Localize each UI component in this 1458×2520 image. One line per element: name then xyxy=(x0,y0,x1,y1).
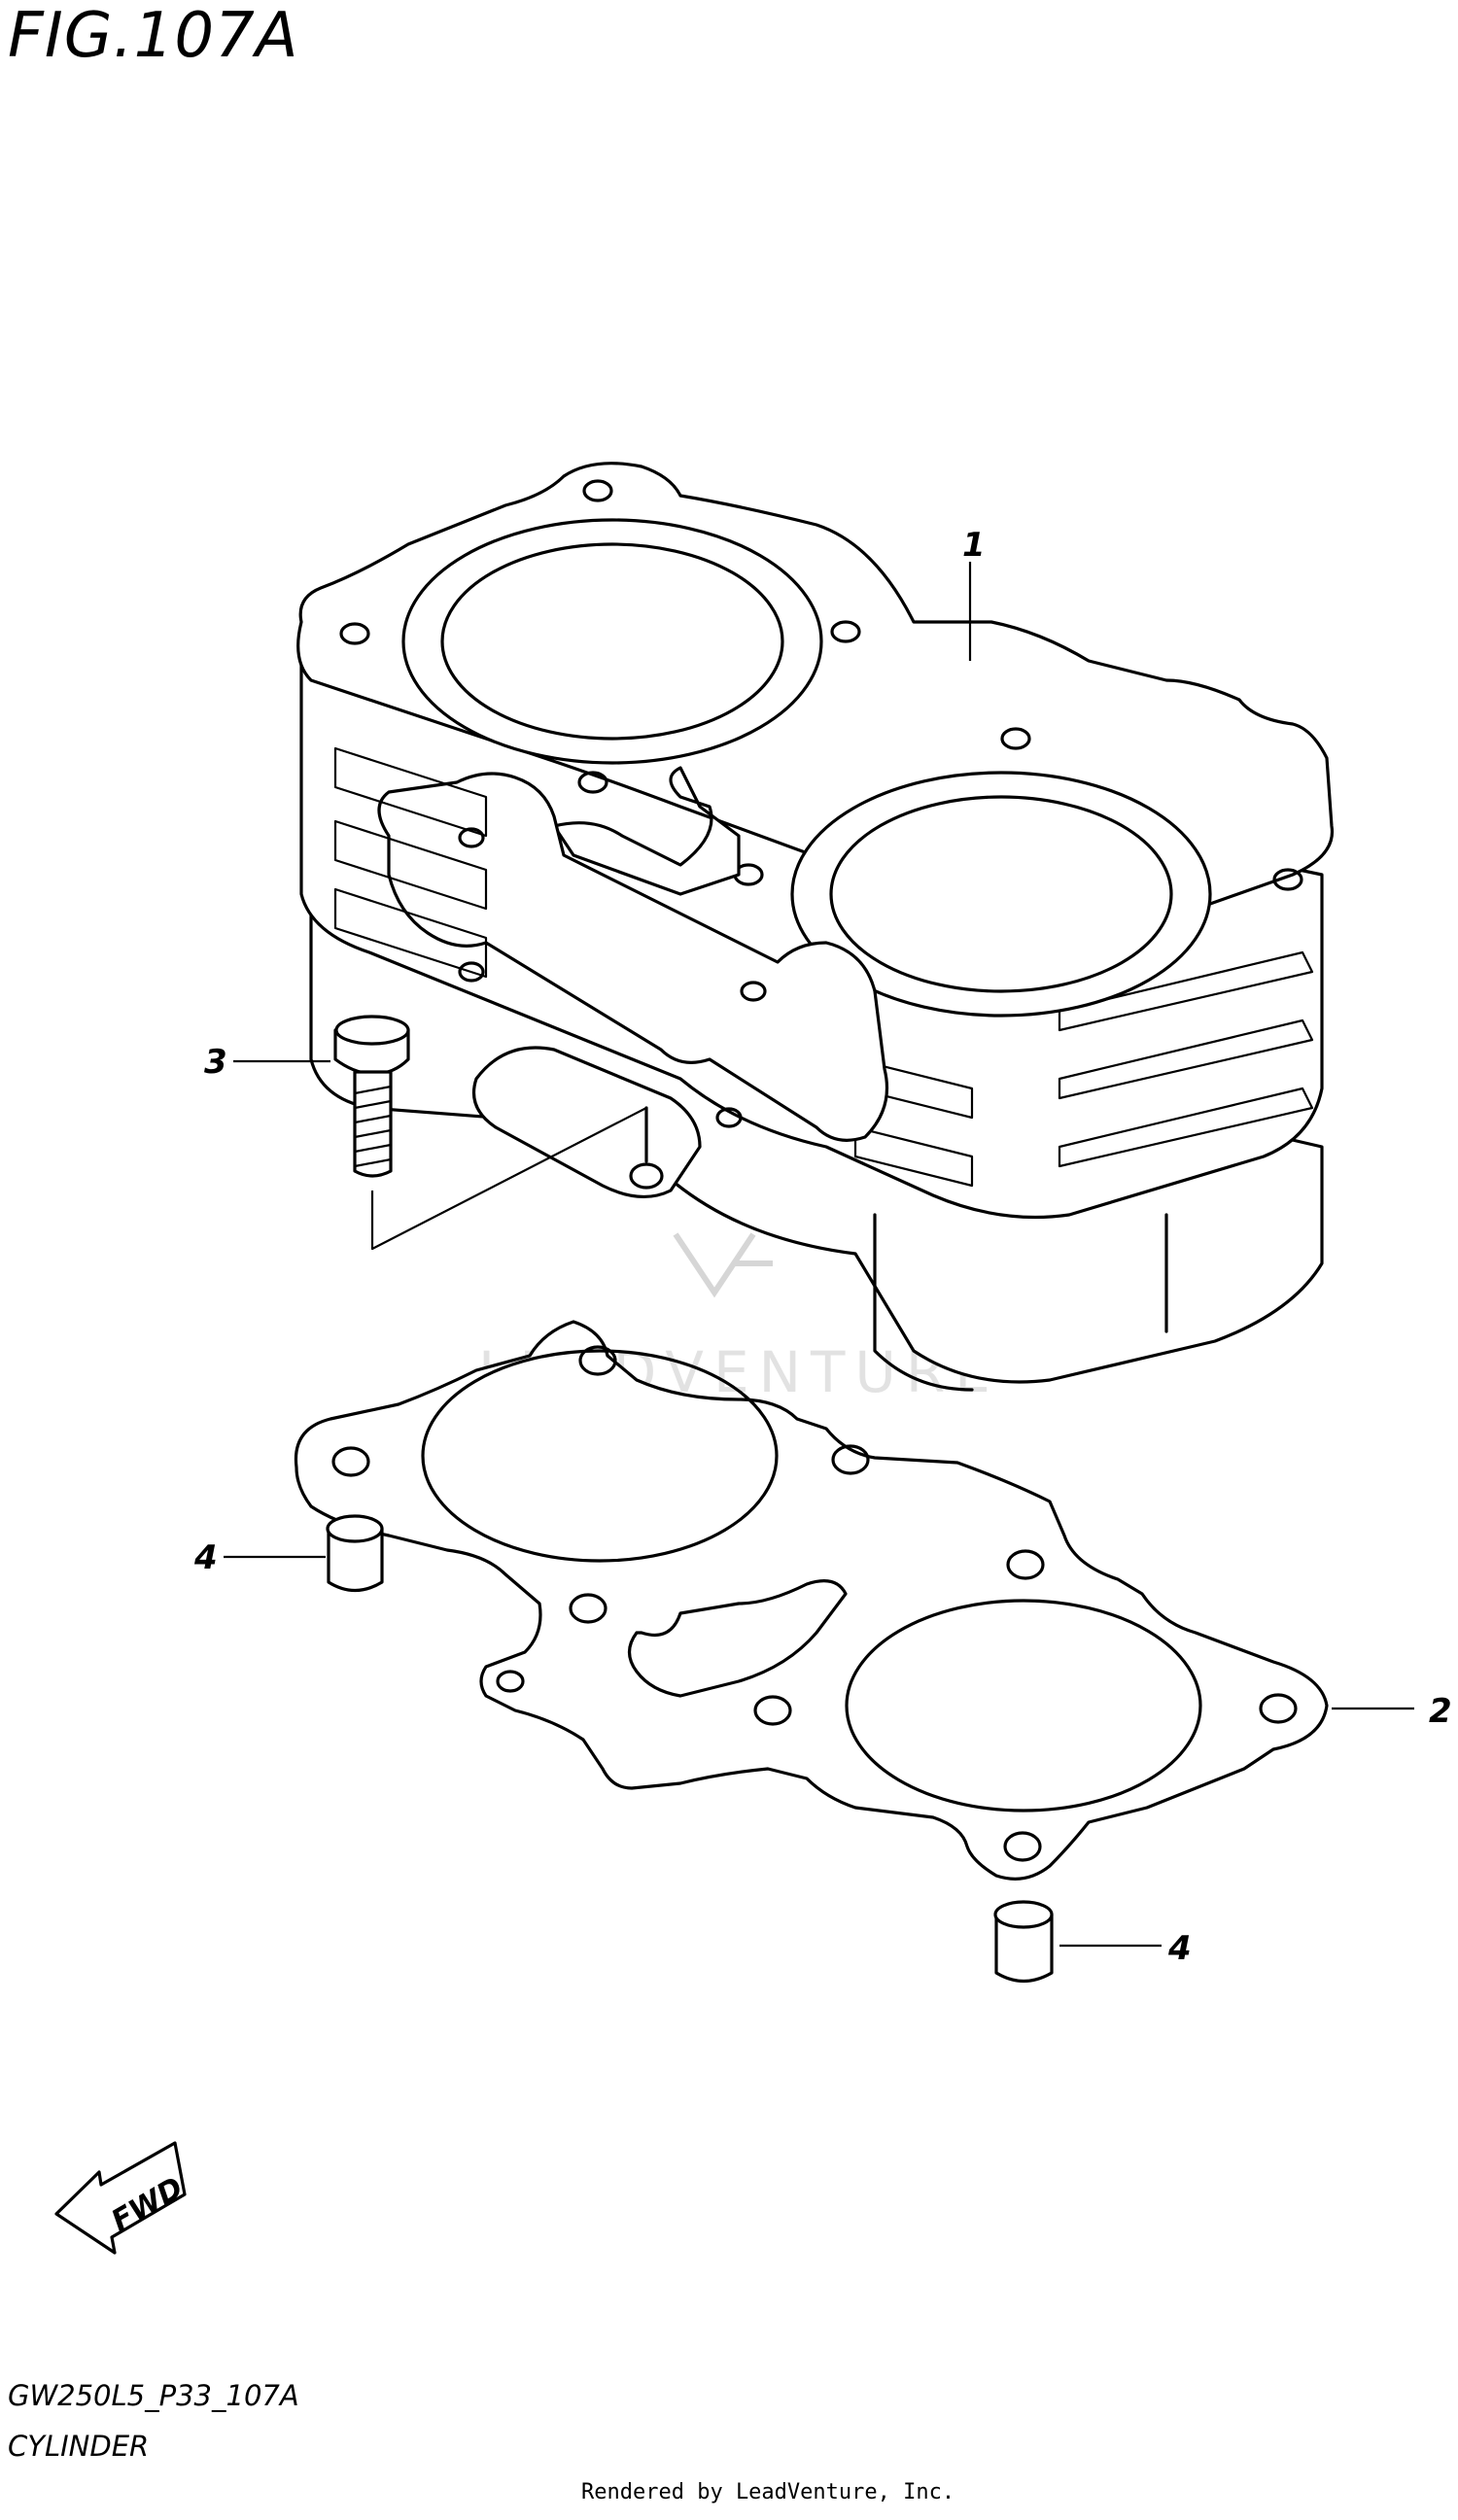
dowel-pin-lower[interactable] xyxy=(993,1900,1054,1984)
render-credit: Rendered by LeadVenture, Inc. xyxy=(581,2480,955,2504)
figure-code: GW250L5_P33_107A xyxy=(8,2379,299,2412)
callout-1: 1 xyxy=(962,526,986,565)
figure-title: FIG.107A xyxy=(8,0,299,72)
callout-4-lower: 4 xyxy=(1167,1929,1192,1968)
forward-arrow-icon: FWD xyxy=(54,2141,189,2255)
callout-3: 3 xyxy=(204,1043,227,1082)
dowel-pin-upper[interactable] xyxy=(326,1514,384,1593)
cylinder-gasket[interactable] xyxy=(294,1320,1329,1881)
cylinder-block[interactable] xyxy=(296,462,1335,1392)
figure-caption: CYLINDER xyxy=(8,2430,150,2463)
leader-lines xyxy=(224,562,1414,1948)
bolt[interactable] xyxy=(333,1015,410,1178)
callout-2: 2 xyxy=(1429,1692,1452,1731)
callout-4-upper: 4 xyxy=(193,1538,218,1577)
